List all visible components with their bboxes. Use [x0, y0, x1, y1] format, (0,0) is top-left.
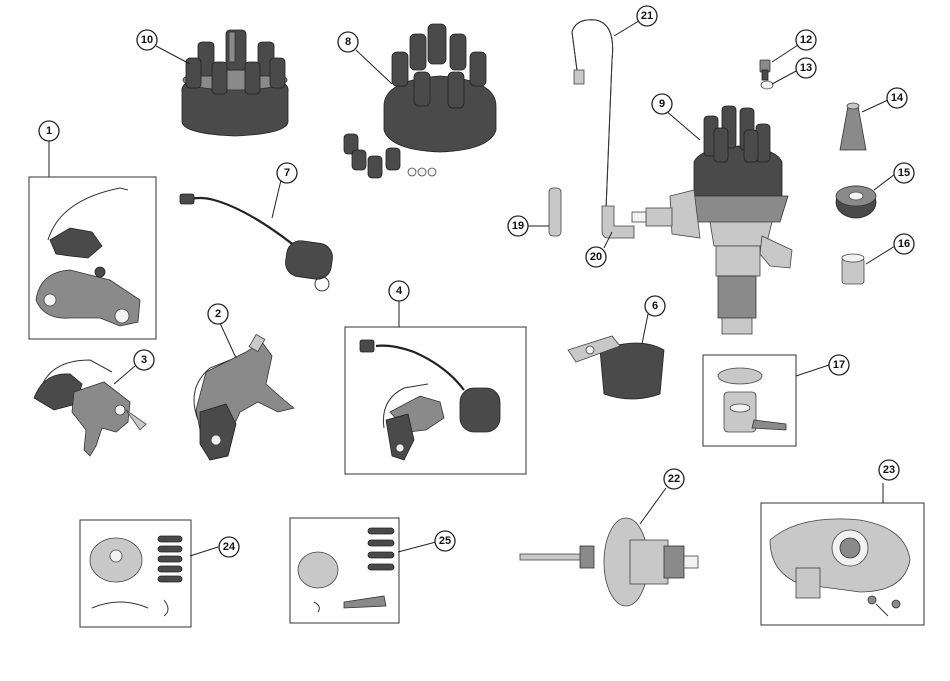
part-24-advance-weight-kit: [79, 519, 192, 628]
part-3-contact-points: [33, 359, 147, 457]
part-22-vacuum-advance: [519, 517, 699, 607]
part-20-vacuum-elbow: [601, 205, 635, 239]
callout-14: 14: [886, 87, 908, 109]
part-1-contact-points: [28, 176, 157, 340]
callout-9: 9: [651, 93, 673, 115]
svg-text:15: 15: [898, 167, 910, 179]
part-7-condenser: [179, 193, 333, 292]
svg-text:6: 6: [652, 300, 658, 312]
callout-24: 24: [218, 536, 240, 558]
leader-lines: [48, 15, 896, 557]
svg-text:8: 8: [345, 36, 351, 48]
callout-21: 21: [636, 5, 658, 27]
part-14-rubber-boot: [839, 102, 867, 151]
svg-text:4: 4: [396, 285, 403, 297]
callout-10: 10: [136, 29, 158, 51]
part-6-rotor: [567, 335, 665, 400]
callout-12: 12: [795, 29, 817, 51]
part-21-vacuum-line: [571, 19, 614, 211]
callout-17: 17: [828, 354, 850, 376]
callout-4: 4: [388, 280, 410, 302]
callout-6: 6: [644, 295, 666, 317]
svg-text:14: 14: [891, 92, 904, 104]
svg-text:20: 20: [590, 251, 602, 263]
part-12-terminal-screw: [759, 59, 771, 81]
svg-text:25: 25: [439, 535, 451, 547]
svg-text:22: 22: [668, 473, 680, 485]
callout-8: 8: [337, 31, 359, 53]
callout-16: 16: [893, 233, 915, 255]
part-17-drive-gear-kit: [702, 354, 797, 447]
part-19-hose: [548, 187, 562, 237]
svg-text:19: 19: [512, 220, 524, 232]
callout-25: 25: [434, 530, 456, 552]
callout-7: 7: [276, 162, 298, 184]
callout-2: 2: [207, 303, 229, 325]
svg-text:12: 12: [800, 34, 812, 46]
svg-text:2: 2: [215, 308, 221, 320]
callout-19: 19: [507, 215, 529, 237]
callout-22: 22: [663, 468, 685, 490]
svg-text:16: 16: [898, 238, 910, 250]
svg-text:21: 21: [641, 10, 653, 22]
svg-text:23: 23: [883, 464, 895, 476]
part-2-breaker-plate: [193, 333, 295, 461]
svg-text:13: 13: [800, 62, 812, 74]
part-10-distributor-cap: [181, 29, 289, 137]
svg-text:3: 3: [141, 354, 147, 366]
part-8-distributor-cap-kit: [343, 23, 497, 179]
part-23-breaker-plate-kit: [760, 502, 925, 626]
svg-text:1: 1: [46, 125, 52, 137]
svg-text:10: 10: [141, 34, 153, 46]
part-16-bushing: [841, 253, 865, 285]
svg-text:17: 17: [833, 359, 845, 371]
callout-3: 3: [133, 349, 155, 371]
part-13-washer: [760, 80, 774, 90]
callout-13: 13: [795, 57, 817, 79]
part-9-distributor-assembly: [631, 105, 793, 335]
svg-text:7: 7: [284, 167, 290, 179]
callout-15: 15: [893, 162, 915, 184]
callout-23: 23: [878, 459, 900, 481]
part-25-advance-spring-kit: [289, 517, 400, 624]
callout-1: 1: [38, 120, 60, 142]
svg-text:9: 9: [659, 98, 665, 110]
part-4-tuneup-kit: [344, 326, 527, 475]
part-15-grommet: [835, 185, 877, 219]
svg-text:24: 24: [223, 541, 236, 553]
callout-20: 20: [585, 246, 607, 268]
